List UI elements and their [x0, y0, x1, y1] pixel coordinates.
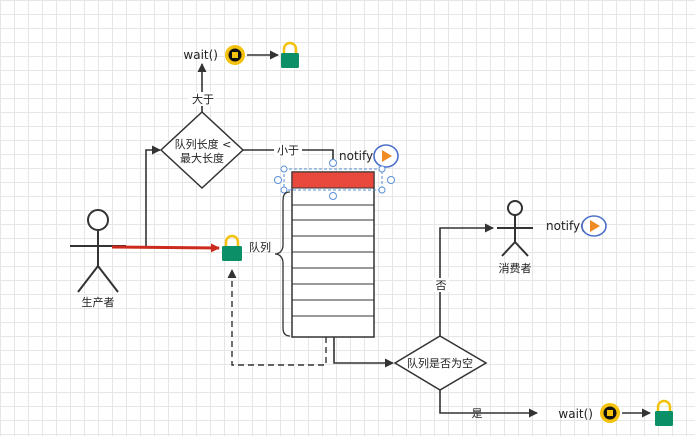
less-label: 小于 — [277, 144, 299, 157]
consumer-actor[interactable] — [497, 200, 533, 257]
no-label: 否 — [436, 279, 447, 292]
no-branch-line — [439, 223, 494, 336]
queue-brace — [274, 191, 291, 337]
stop-circle-icon[interactable] — [600, 403, 620, 423]
notify-queue-label: notify() — [339, 149, 382, 163]
decision-empty-label: 队列是否为空 — [407, 356, 473, 370]
producer-label: 生产者 — [82, 295, 115, 309]
producer-to-queue-arrow — [111, 243, 220, 253]
lock-icon — [655, 399, 673, 426]
less-branch-line — [243, 149, 334, 162]
decision-length-line2: 最大长度 — [180, 151, 224, 165]
wait-bottom-label: wait() — [558, 407, 593, 421]
lock-icon — [281, 41, 299, 68]
stop-circle-icon[interactable] — [225, 45, 245, 65]
play-circle-icon[interactable] — [373, 144, 399, 168]
dashed-return-line — [227, 269, 327, 366]
decision-queue-length[interactable] — [159, 110, 245, 190]
wait-top-label: wait() — [183, 48, 218, 62]
queue-to-empty-decision-line — [333, 337, 394, 368]
producer-actor[interactable] — [70, 209, 126, 293]
greater-label: 大于 — [192, 92, 214, 106]
play-circle-icon[interactable] — [581, 215, 607, 237]
queue-label: 队列 — [249, 240, 271, 254]
consumer-label: 消费者 — [499, 261, 532, 275]
lock-icon — [222, 234, 242, 261]
selection-handles — [274, 159, 395, 200]
yes-branch-line — [439, 390, 538, 418]
yes-label: 是 — [472, 407, 483, 420]
queue-head-slot[interactable] — [291, 171, 375, 189]
producer-to-decision-line — [145, 145, 161, 247]
decision-length-line1: 队列长度 < — [175, 137, 232, 151]
notify-consumer-label: notify() — [546, 219, 589, 233]
